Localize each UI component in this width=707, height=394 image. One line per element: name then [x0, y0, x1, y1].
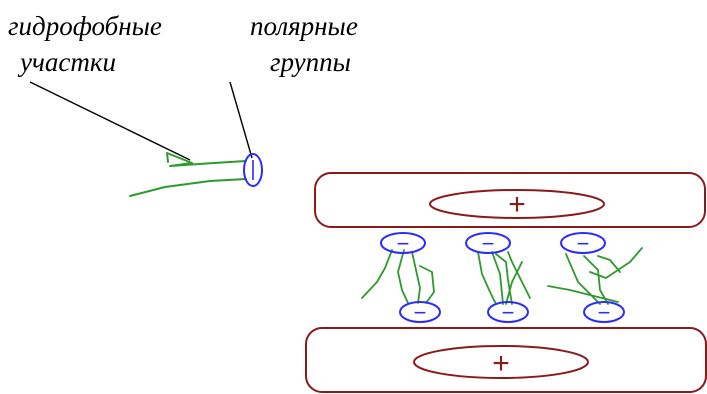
tail-left-2 [397, 249, 409, 304]
tail-left-1 [361, 249, 393, 299]
tail-right-4 [589, 247, 643, 279]
tail-mid-3 [495, 253, 513, 305]
upper-head-left [380, 232, 426, 254]
upper-head-right [560, 232, 606, 254]
upper-minus-left: − [397, 231, 410, 256]
top-plate [314, 172, 706, 228]
tail-right-3 [597, 255, 621, 273]
hydrophobic-label-line2: участки [20, 47, 116, 77]
molecule-polar-head [243, 153, 263, 187]
amphiphile-molecule [129, 152, 247, 197]
polar-label-line1: полярные [250, 11, 358, 41]
lower-head-right [583, 301, 625, 323]
lower-heads [399, 301, 625, 323]
lower-minus-left: − [414, 300, 427, 325]
lower-head-left [399, 301, 441, 323]
top-plate-charge-oval [429, 189, 605, 219]
tail-mid-4 [507, 251, 531, 299]
tail-left-4 [419, 265, 435, 304]
bottom-plate-charge-oval [413, 345, 589, 379]
lower-head-mid [487, 301, 529, 323]
tail-left-3 [411, 251, 421, 304]
polar-leader-line [229, 81, 253, 159]
tail-right-5 [547, 285, 619, 303]
hydrophobic-label-line1: гидрофобные [8, 11, 162, 41]
molecule-tail-upper [166, 152, 247, 167]
lower-minus-mid: − [502, 300, 515, 325]
upper-minus-right: − [577, 231, 590, 256]
top-plate-plus-sign: + [508, 188, 526, 221]
upper-minus-signs: − − − [397, 231, 590, 256]
tail-mid-2 [491, 251, 504, 305]
upper-heads [380, 232, 606, 254]
tail-mid-1 [477, 251, 497, 305]
molecule-tail-lower [129, 178, 247, 197]
tail-right-2 [583, 255, 609, 305]
lower-minus-signs: − − − [414, 300, 611, 325]
lower-minus-right: − [598, 300, 611, 325]
upper-head-mid [465, 232, 511, 254]
bottom-plate-plus-sign: + [492, 347, 510, 380]
tail-right-1 [565, 253, 601, 305]
upper-minus-mid: − [482, 231, 495, 256]
polar-label-line2: группы [270, 47, 351, 77]
hydrophobic-leader-line [29, 81, 191, 161]
tail-mid-5 [505, 261, 523, 305]
bottom-plate [305, 327, 707, 393]
bilayer-tails [361, 247, 643, 305]
